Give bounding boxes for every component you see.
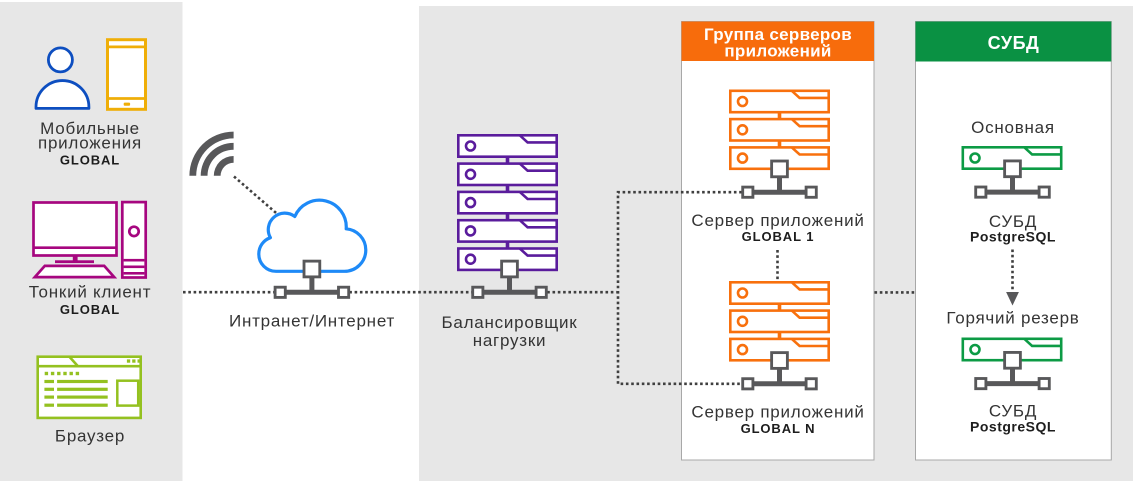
svg-text:Балансировщик: Балансировщик xyxy=(442,313,578,332)
svg-text:Сервер приложений: Сервер приложений xyxy=(691,211,864,230)
svg-text:Тонкий клиент: Тонкий клиент xyxy=(29,283,151,302)
svg-text:приложения: приложения xyxy=(38,133,142,152)
svg-text:PostgreSQL: PostgreSQL xyxy=(970,419,1056,435)
svg-text:GLOBAL N: GLOBAL N xyxy=(741,421,816,436)
svg-text:Горячий резерв: Горячий резерв xyxy=(946,308,1079,327)
svg-text:нагрузки: нагрузки xyxy=(473,331,547,350)
svg-text:Основная: Основная xyxy=(971,118,1055,137)
svg-text:GLOBAL: GLOBAL xyxy=(60,302,120,317)
svg-text:Мобильные: Мобильные xyxy=(40,119,140,138)
svg-text:приложений: приложений xyxy=(724,42,831,61)
svg-text:СУБД: СУБД xyxy=(988,33,1040,53)
svg-text:СУБД: СУБД xyxy=(989,212,1037,231)
svg-text:GLOBAL: GLOBAL xyxy=(60,152,120,167)
svg-text:PostgreSQL: PostgreSQL xyxy=(970,229,1056,245)
svg-text:Сервер приложений: Сервер приложений xyxy=(691,402,864,421)
svg-text:Интранет/Интернет: Интранет/Интернет xyxy=(229,312,395,331)
svg-text:Группа серверов: Группа серверов xyxy=(704,25,852,44)
svg-text:GLOBAL 1: GLOBAL 1 xyxy=(742,229,815,244)
svg-text:СУБД: СУБД xyxy=(989,402,1037,421)
svg-text:Браузер: Браузер xyxy=(55,427,125,446)
